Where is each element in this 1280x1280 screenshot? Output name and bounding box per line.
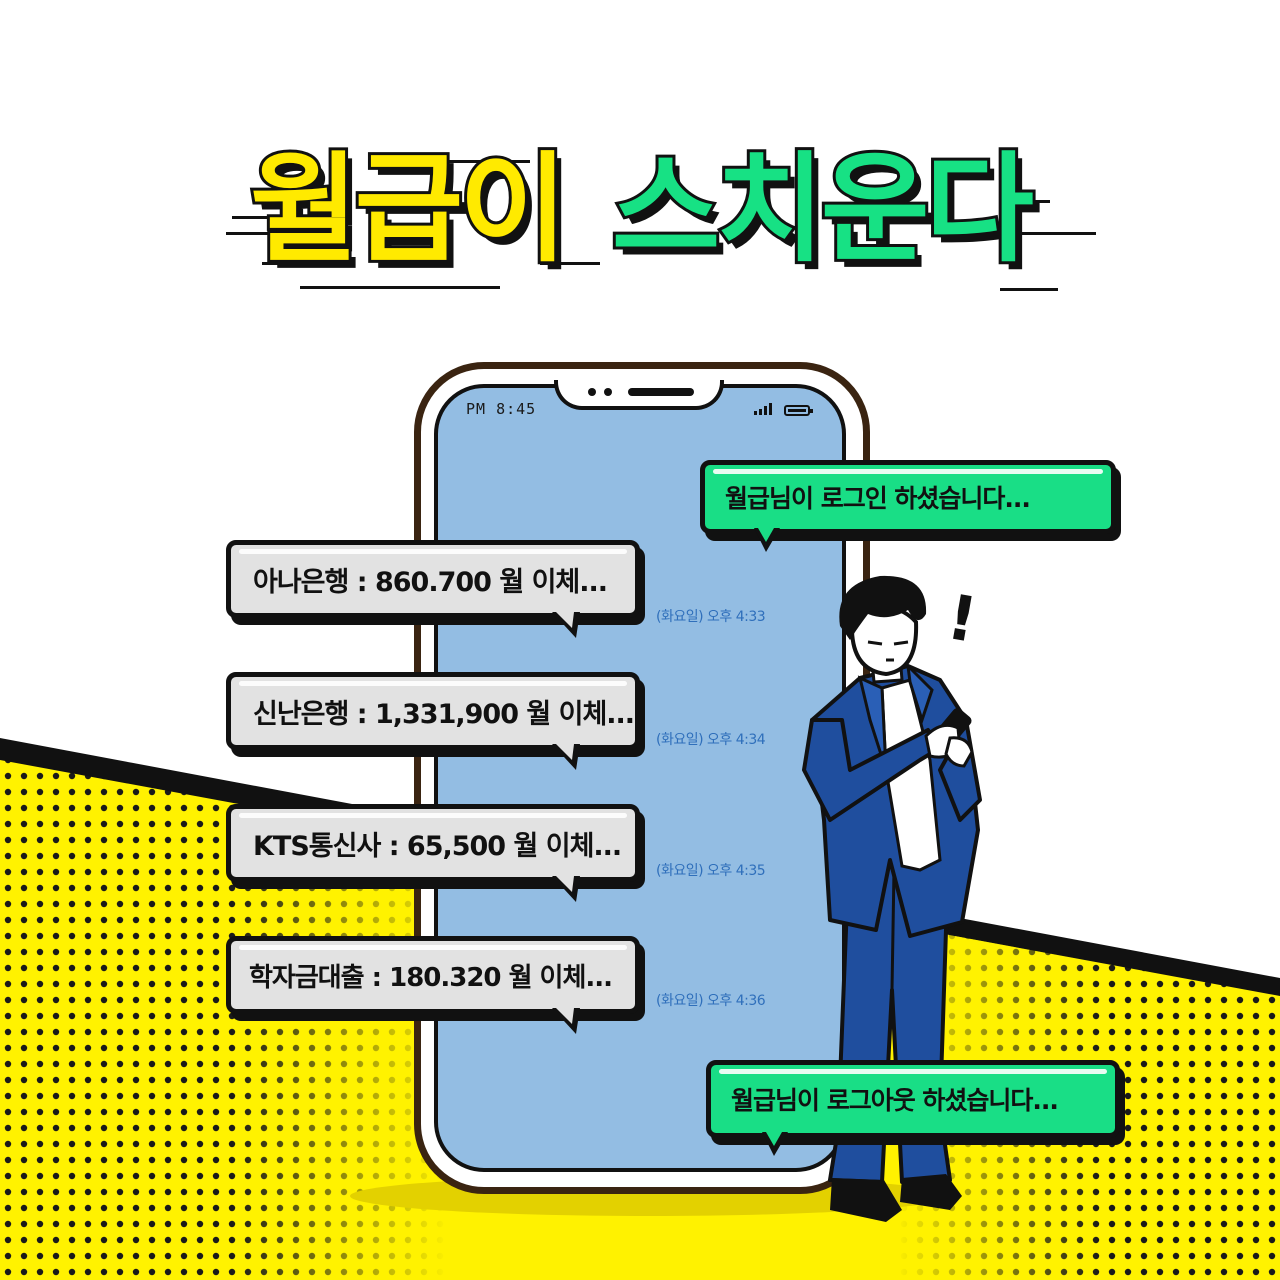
- transfer-message-text: KTS통신사 : 65,500 월 이체...: [253, 830, 622, 862]
- speed-line: [300, 286, 500, 289]
- transfer-message-text: 신난은행 : 1,331,900 월 이체...: [253, 698, 635, 730]
- message-timestamp: (화요일) 오후 4:35: [656, 863, 766, 879]
- bubble-tail: [754, 528, 780, 552]
- transfer-message-bubble: 아나은행 : 860.700 월 이체...: [226, 540, 640, 618]
- transfer-message-bubble: KTS통신사 : 65,500 월 이체...: [226, 804, 640, 882]
- logout-notification-bubble: 월급님이 로그아웃 하셨습니다...: [706, 1060, 1120, 1138]
- message-timestamp: (화요일) 오후 4:33: [656, 609, 766, 625]
- bubble-tail: [552, 744, 580, 770]
- speed-line: [1010, 200, 1050, 203]
- bubble-tail: [552, 1008, 580, 1034]
- speed-line: [262, 262, 312, 265]
- page-title: 월급이 스치운다: [0, 140, 1280, 310]
- speed-line: [1000, 232, 1096, 235]
- message-timestamp: (화요일) 오후 4:36: [656, 993, 766, 1009]
- status-bar-time: PM 8:45: [466, 400, 537, 418]
- title-part-green: 스치운다: [609, 140, 1037, 278]
- bubble-tail: [762, 1132, 788, 1156]
- transfer-message-bubble: 학자금대출 : 180.320 월 이체...: [226, 936, 640, 1014]
- speed-line: [410, 160, 530, 163]
- speaker-grille: [628, 388, 694, 396]
- speed-line: [226, 232, 272, 235]
- message-timestamp: (화요일) 오후 4:34: [656, 732, 766, 748]
- speed-line: [232, 216, 292, 219]
- logout-notification-text: 월급님이 로그아웃 하셨습니다...: [731, 1086, 1059, 1115]
- camera-dot: [604, 388, 612, 396]
- transfer-message-text: 학자금대출 : 180.320 월 이체...: [249, 962, 613, 993]
- login-notification-text: 월급님이 로그인 하셨습니다...: [725, 484, 1031, 513]
- person-illustration: [802, 575, 982, 1222]
- bubble-tail: [552, 876, 580, 902]
- bubble-tail: [552, 612, 580, 638]
- transfer-message-text: 아나은행 : 860.700 월 이체...: [253, 566, 608, 598]
- camera-dot: [588, 388, 596, 396]
- speed-line: [1000, 288, 1058, 291]
- battery-icon: [784, 405, 813, 416]
- speed-line: [540, 262, 600, 265]
- title-part-yellow: 월급이: [247, 140, 571, 278]
- login-notification-bubble: 월급님이 로그인 하셨습니다...: [700, 460, 1116, 534]
- transfer-message-bubble: 신난은행 : 1,331,900 월 이체...: [226, 672, 640, 750]
